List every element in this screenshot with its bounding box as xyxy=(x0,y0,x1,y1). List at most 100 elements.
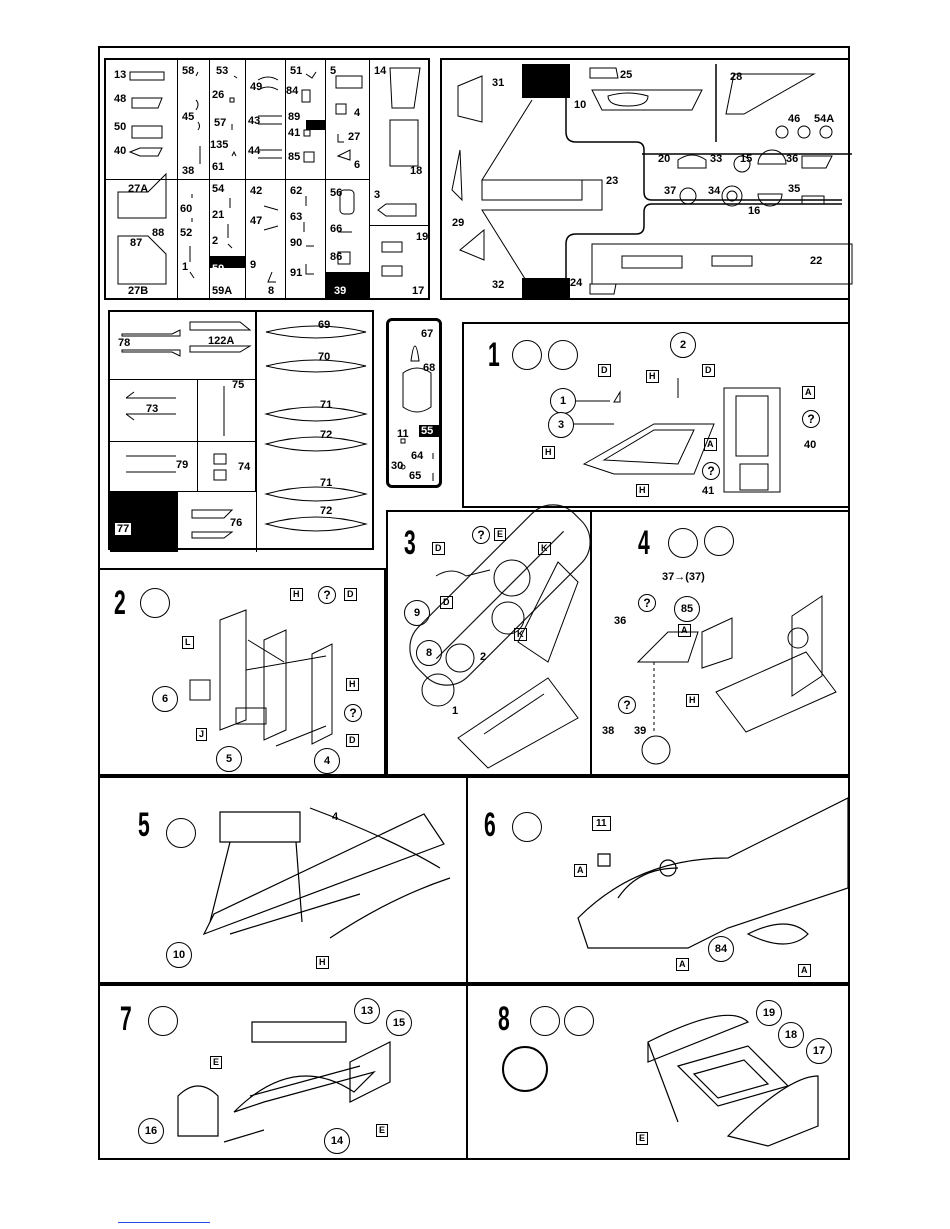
part-callout: 3 xyxy=(548,412,574,438)
part-number: 2 xyxy=(679,339,687,351)
color-tag: E xyxy=(494,528,507,541)
part-label: 69 xyxy=(318,319,331,331)
color-tag: D xyxy=(346,734,359,747)
part-number: 6 xyxy=(161,693,169,705)
glue-icon xyxy=(148,1006,178,1036)
part-label: 79 xyxy=(176,459,189,471)
step-7-panel: 7 13 15 16 14 E E xyxy=(98,984,468,1160)
color-tag: D xyxy=(440,596,453,609)
step-6-drawing xyxy=(577,797,849,949)
step-2-drawing xyxy=(189,609,333,747)
part-callout: 9 xyxy=(404,600,430,626)
step-number: 8 xyxy=(498,1000,510,1038)
part-label: 89 xyxy=(288,111,301,123)
part-label: 54 xyxy=(212,183,225,195)
color-tag: A xyxy=(678,624,691,637)
part-label: 5 xyxy=(330,65,337,77)
part-number: 9 xyxy=(413,607,421,619)
arrow-label: 37→(37) xyxy=(662,571,705,583)
step-number: 4 xyxy=(638,524,650,562)
part-label: 78 xyxy=(118,337,131,349)
part-label: 4 xyxy=(354,107,361,119)
part-label: 27B xyxy=(128,285,149,297)
glue-icon xyxy=(512,340,542,370)
paint-icon xyxy=(548,340,578,370)
canopy-sprue: 55 67 68 11 30 64 65 xyxy=(386,318,442,488)
part-callout: 16 xyxy=(138,1118,164,1144)
part-label: 86 xyxy=(330,251,343,263)
sprue-top-right-parts xyxy=(451,64,853,295)
part-label: 91 xyxy=(290,267,303,279)
part-number: 14 xyxy=(330,1135,344,1147)
part-number: 10 xyxy=(172,949,186,961)
sprue-mid-left: 77 78 122A 69 70 73 75 71 72 79 74 76 71… xyxy=(108,310,374,552)
glue-icon xyxy=(530,1006,560,1036)
part-label: 90 xyxy=(290,237,303,249)
part-label: 61 xyxy=(212,161,225,173)
part-number: 17 xyxy=(812,1045,826,1057)
step-1-drawing xyxy=(574,378,781,493)
part-label: 22 xyxy=(810,255,823,267)
part-label: 46 xyxy=(788,113,801,125)
part-callout: 1 xyxy=(550,388,576,414)
part-callout: 5 xyxy=(216,746,242,772)
sprue-gate-39: 39 xyxy=(326,272,370,300)
part-label: 17 xyxy=(412,285,425,297)
step-number: 2 xyxy=(114,584,126,622)
color-tag: A xyxy=(574,864,587,877)
part-label: 71 xyxy=(320,477,333,489)
step-1-panel: 1 1 2 3 40 41 D H D H H A A ? ? xyxy=(462,322,850,508)
part-number: 16 xyxy=(144,1125,158,1137)
color-tag: D xyxy=(598,364,611,377)
part-label: 49 xyxy=(250,81,263,93)
question-icon: ? xyxy=(344,704,362,722)
part-number: 39 xyxy=(634,725,647,737)
sprue-gate-bottom xyxy=(522,278,570,300)
sprue-gate-59A xyxy=(210,256,246,268)
part-label: 38 xyxy=(182,165,195,177)
part-label: 35 xyxy=(788,183,801,195)
part-label-39: 39 xyxy=(334,285,347,297)
step-number: 6 xyxy=(484,806,496,844)
part-label: 2 xyxy=(212,235,219,247)
part-label: 58 xyxy=(182,65,195,77)
part-label: 122A xyxy=(208,335,235,347)
color-tag: H xyxy=(346,678,359,691)
part-callout: 85 xyxy=(674,596,700,622)
part-label: 71 xyxy=(320,399,333,411)
part-label: 63 xyxy=(290,211,303,223)
tape-icon xyxy=(564,1006,594,1036)
step-4-drawing xyxy=(636,595,837,765)
part-number: 5 xyxy=(225,753,233,765)
paint-icon xyxy=(704,526,734,556)
part-number: 15 xyxy=(392,1017,406,1029)
part-label: 62 xyxy=(290,185,303,197)
part-number: 4 xyxy=(332,811,339,823)
part-label: 87 xyxy=(130,237,143,249)
part-label: 42 xyxy=(250,185,263,197)
part-label: 9 xyxy=(250,259,257,271)
part-label: 1 xyxy=(182,261,189,273)
part-label: 60 xyxy=(180,203,193,215)
part-label: 34 xyxy=(708,185,721,197)
part-label: 65 xyxy=(409,470,422,482)
part-label-77: 77 xyxy=(114,522,133,536)
step-3-drawing xyxy=(421,559,579,769)
part-number: 18 xyxy=(784,1029,798,1041)
sprue-gate-top xyxy=(522,64,570,98)
part-label: 51 xyxy=(290,65,303,77)
sprue-left-parts xyxy=(117,67,421,285)
part-label: 66 xyxy=(330,223,343,235)
glue-icon xyxy=(512,812,542,842)
part-label: 37 xyxy=(664,185,677,197)
part-label: 73 xyxy=(146,403,159,415)
part-label: 54A xyxy=(814,113,835,125)
part-label: 72 xyxy=(320,505,333,517)
question-icon: ? xyxy=(472,526,490,544)
color-tag: D xyxy=(432,542,445,555)
part-label: 31 xyxy=(492,77,505,89)
part-callout: 19 xyxy=(756,1000,782,1026)
part-label: 40 xyxy=(114,145,127,157)
part-label: 135 xyxy=(210,139,229,151)
part-number: 19 xyxy=(762,1007,776,1019)
